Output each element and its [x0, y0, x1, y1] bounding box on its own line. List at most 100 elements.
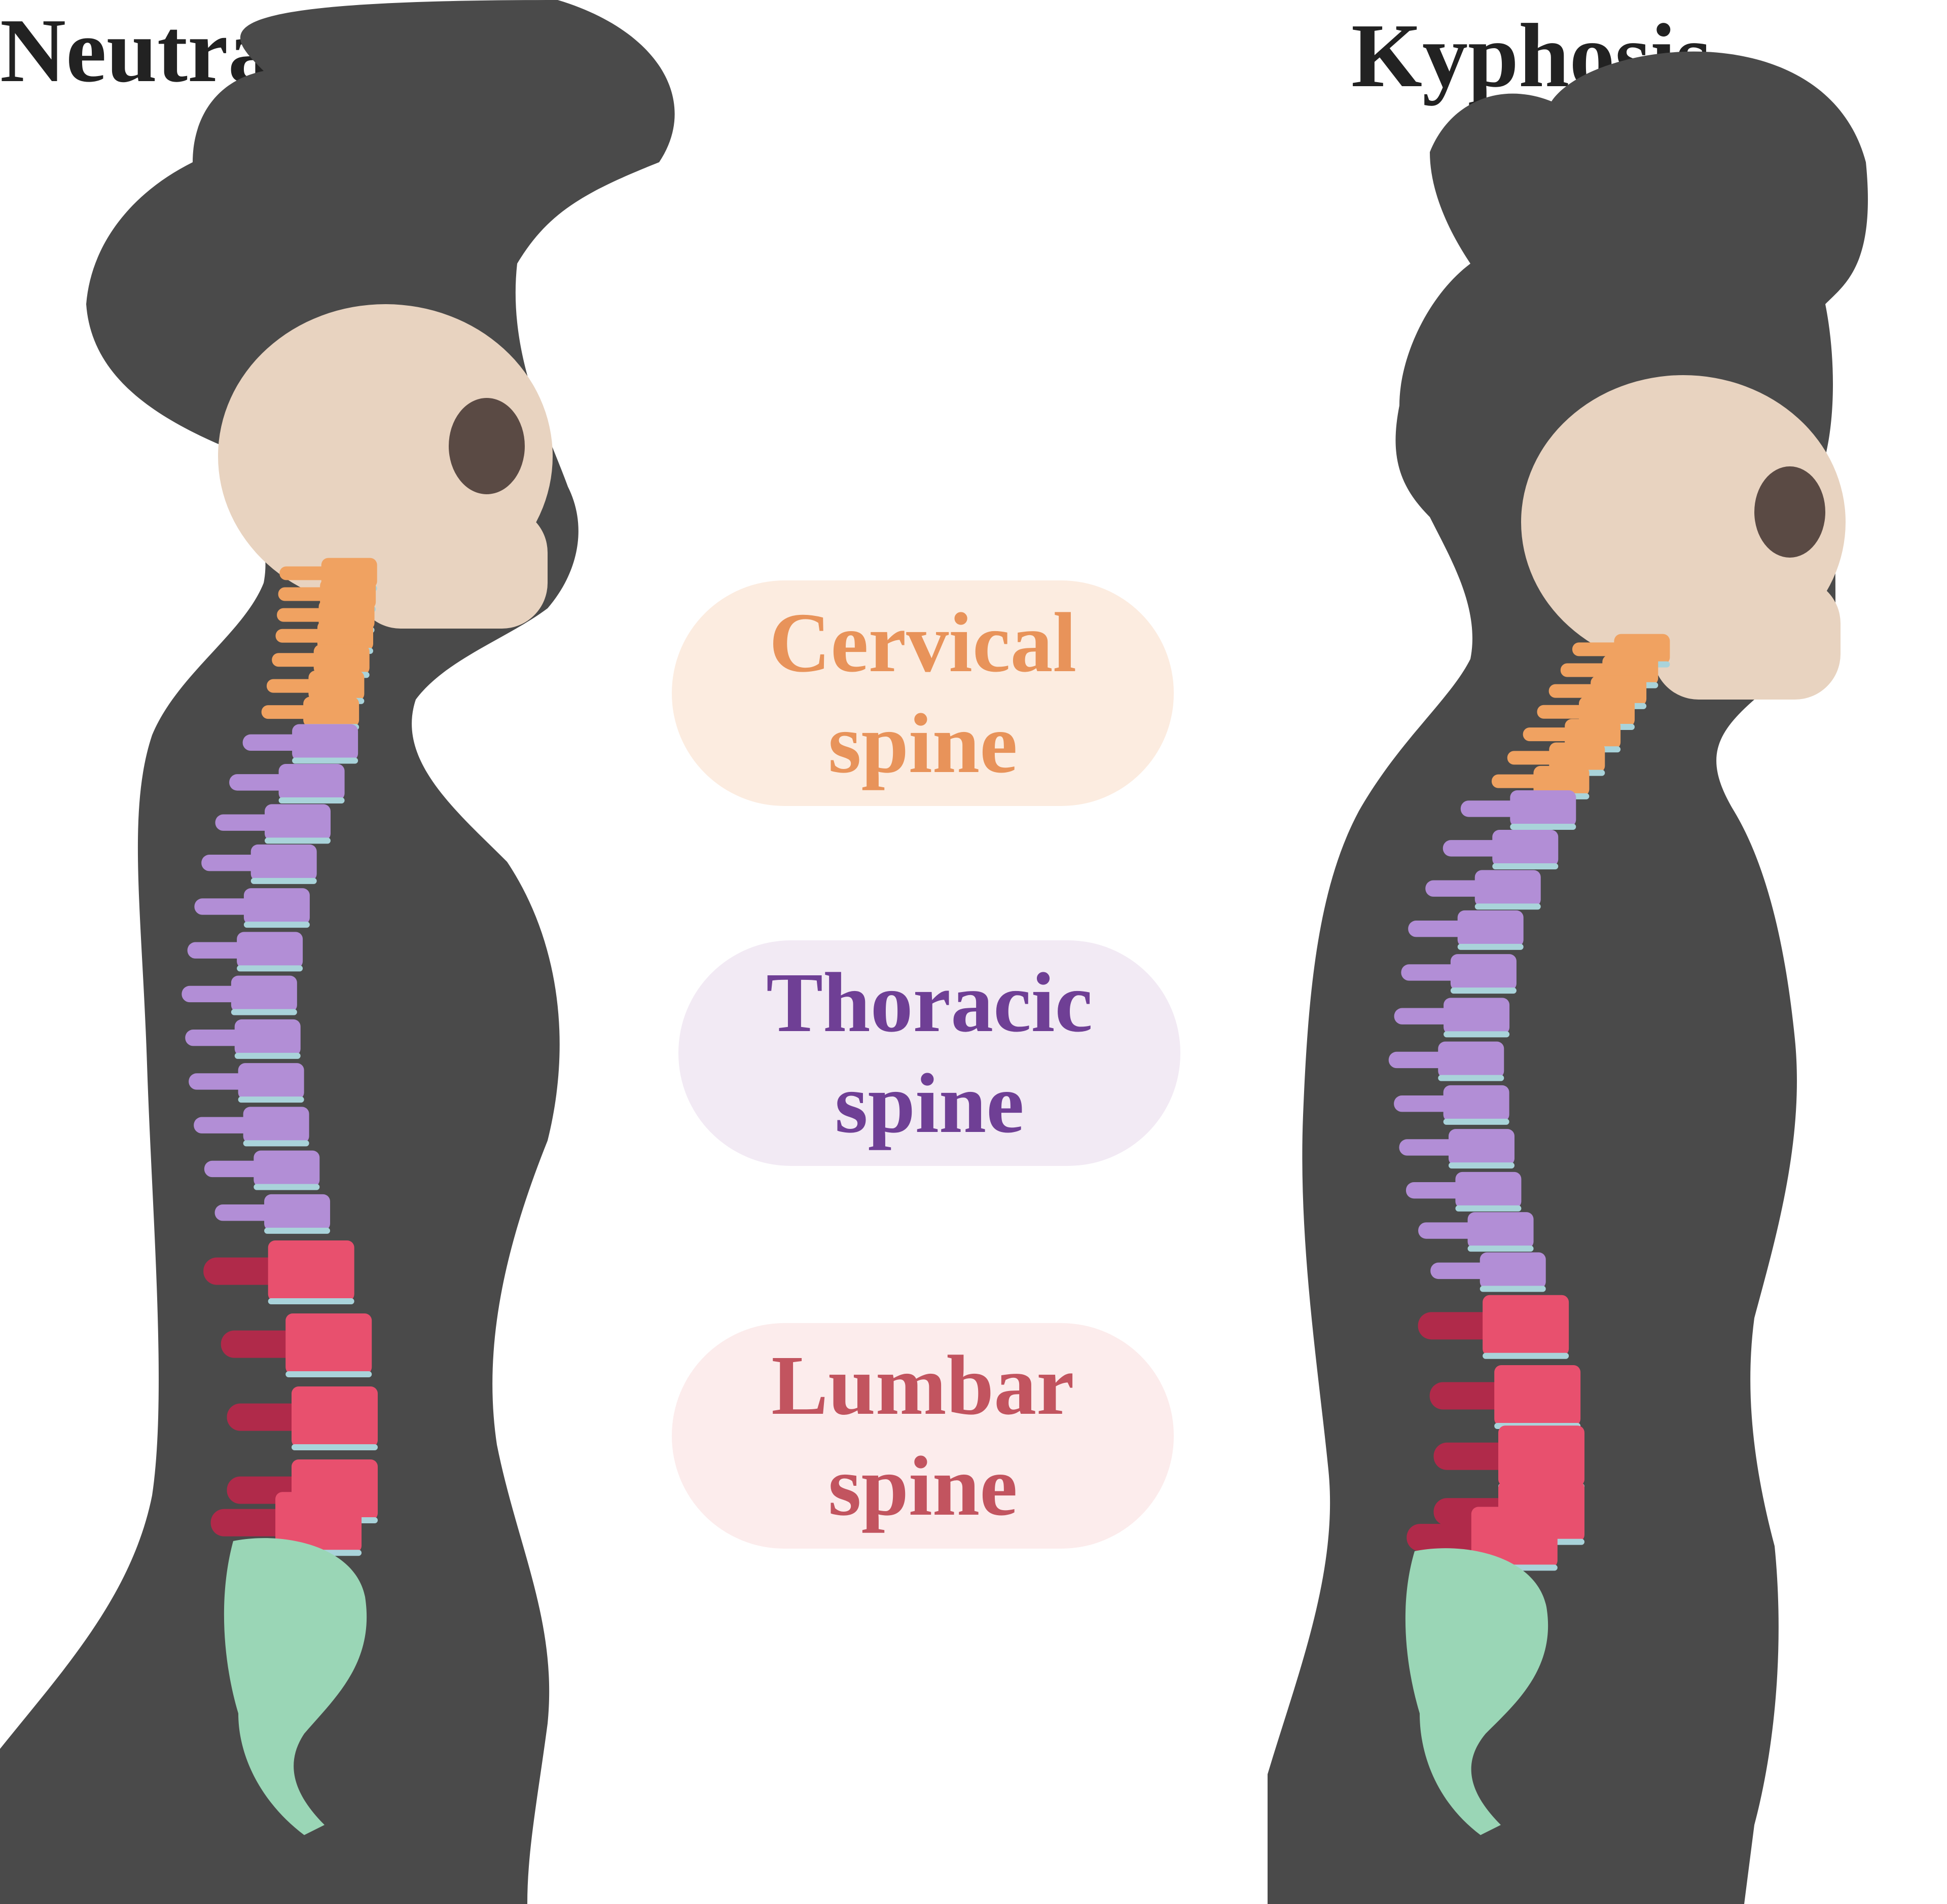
- intervertebral-disc: [1467, 1246, 1534, 1252]
- thoracic-spinous-process: [242, 734, 302, 751]
- thoracic-vertebra: [1457, 910, 1524, 947]
- thoracic-spinous-process: [201, 855, 261, 871]
- thoracic-spinous-process: [215, 814, 275, 831]
- thoracic-vertebra: [1443, 1085, 1509, 1122]
- thoracic-spinous-process: [1399, 1139, 1459, 1156]
- intervertebral-disc: [237, 965, 303, 972]
- intervertebral-disc: [1443, 1118, 1509, 1125]
- label-lumbar-line1: Lumbar: [771, 1338, 1074, 1433]
- label-cervical-line1: Cervical: [769, 596, 1077, 690]
- cervical-spinous-process: [275, 629, 326, 643]
- lumbar-vertebra: [1498, 1425, 1584, 1487]
- figure-neutral: [0, 0, 675, 1904]
- intervertebral-disc: [292, 757, 358, 764]
- thoracic-vertebra: [243, 888, 310, 925]
- intervertebral-disc: [264, 1227, 331, 1234]
- cervical-spinous-process: [261, 705, 312, 719]
- intervertebral-disc: [243, 922, 310, 928]
- label-thoracic-line2: spine: [835, 1056, 1024, 1151]
- thoracic-spinous-process: [229, 774, 289, 791]
- label-cervical-spine: Cervical spine: [672, 580, 1174, 806]
- intervertebral-disc: [265, 837, 331, 844]
- thoracic-spinous-process: [1460, 800, 1520, 817]
- thoracic-spinous-process: [204, 1160, 264, 1178]
- intervertebral-disc: [234, 1052, 301, 1059]
- thoracic-spinous-process: [1430, 1262, 1490, 1279]
- intervertebral-disc: [268, 1298, 354, 1304]
- thoracic-spinous-process: [1408, 921, 1468, 937]
- thoracic-spinous-process: [189, 1073, 248, 1090]
- thoracic-vertebra: [243, 1107, 309, 1144]
- cervical-vertebra: [1565, 719, 1621, 750]
- label-cervical-line2: spine: [828, 696, 1018, 791]
- cervical-spinous-process: [1560, 663, 1611, 677]
- thoracic-vertebra: [234, 1019, 301, 1056]
- sacrum-neutral: [224, 1538, 367, 1835]
- thoracic-spinous-process: [187, 942, 247, 959]
- intervertebral-disc: [1480, 1286, 1546, 1292]
- intervertebral-disc: [1448, 1162, 1515, 1169]
- lumbar-vertebra: [292, 1386, 378, 1447]
- lumbar-vertebra: [268, 1240, 354, 1301]
- lumbar-spinous-process: [1418, 1312, 1496, 1340]
- intervertebral-disc: [1492, 863, 1559, 870]
- thoracic-spinous-process: [1394, 1095, 1454, 1112]
- lumbar-spinous-process: [203, 1257, 281, 1285]
- figure-kyphosis: [1268, 51, 1868, 1904]
- intervertebral-disc: [278, 797, 345, 804]
- thoracic-vertebra: [265, 804, 331, 841]
- jaw-neutral: [355, 507, 548, 629]
- intervertebral-disc: [1474, 903, 1541, 910]
- label-lumbar-spine: Lumbar spine: [672, 1323, 1174, 1549]
- silhouette-kyphosis: [1268, 51, 1868, 1904]
- label-thoracic-spine: Thoracic spine: [678, 940, 1180, 1166]
- label-thoracic-line1: Thoracic: [766, 956, 1093, 1050]
- lumbar-spinous-process: [221, 1330, 299, 1358]
- thoracic-vertebra: [237, 932, 303, 969]
- cervical-vertebra: [313, 644, 370, 675]
- cervical-spinous-process: [1548, 684, 1599, 698]
- thoracic-spinous-process: [194, 898, 254, 915]
- cervical-vertebra: [1549, 742, 1605, 773]
- thoracic-vertebra: [278, 764, 345, 801]
- lumbar-vertebra: [1483, 1295, 1569, 1356]
- cervical-spinous-process: [279, 566, 330, 580]
- cervical-spinous-process: [266, 679, 317, 693]
- intervertebral-disc: [1444, 1031, 1510, 1038]
- thoracic-vertebra: [254, 1150, 320, 1187]
- thoracic-vertebra: [1474, 870, 1541, 907]
- eye-socket-neutral: [449, 398, 525, 494]
- thoracic-vertebra: [292, 724, 358, 761]
- intervertebral-disc: [292, 1444, 378, 1450]
- thoracic-spinous-process: [1394, 1008, 1454, 1024]
- lumbar-vertebra: [1494, 1365, 1581, 1426]
- cervical-spinous-process: [1523, 727, 1573, 742]
- lumbar-spinous-process: [210, 1509, 289, 1536]
- intervertebral-disc: [254, 1184, 320, 1190]
- lumbar-spinous-process: [227, 1403, 305, 1431]
- cervical-vertebra: [308, 670, 365, 701]
- intervertebral-disc: [1483, 1352, 1569, 1359]
- intervertebral-disc: [1455, 1205, 1522, 1212]
- thoracic-spinous-process: [214, 1204, 274, 1221]
- thoracic-vertebra: [250, 844, 317, 881]
- thoracic-spinous-process: [1425, 880, 1485, 897]
- label-lumbar-line2: spine: [828, 1439, 1018, 1533]
- eye-socket-kyphosis: [1754, 466, 1825, 558]
- thoracic-vertebra: [1448, 1129, 1515, 1166]
- lumbar-spinous-process: [1433, 1442, 1511, 1470]
- lumbar-vertebra: [275, 1492, 362, 1553]
- sacrum-kyphosis: [1405, 1548, 1548, 1835]
- thoracic-vertebra: [1450, 954, 1517, 991]
- thoracic-vertebra: [238, 1063, 304, 1100]
- thoracic-vertebra: [1444, 998, 1510, 1035]
- thoracic-spinous-process: [1443, 840, 1502, 857]
- thoracic-vertebra: [231, 975, 297, 1012]
- vertebrae-neutral: [182, 558, 378, 1556]
- thoracic-vertebra: [1510, 790, 1576, 827]
- jaw-kyphosis: [1653, 578, 1841, 700]
- intervertebral-disc: [231, 1009, 297, 1015]
- intervertebral-disc: [238, 1096, 304, 1103]
- cervical-spinous-process: [272, 653, 322, 667]
